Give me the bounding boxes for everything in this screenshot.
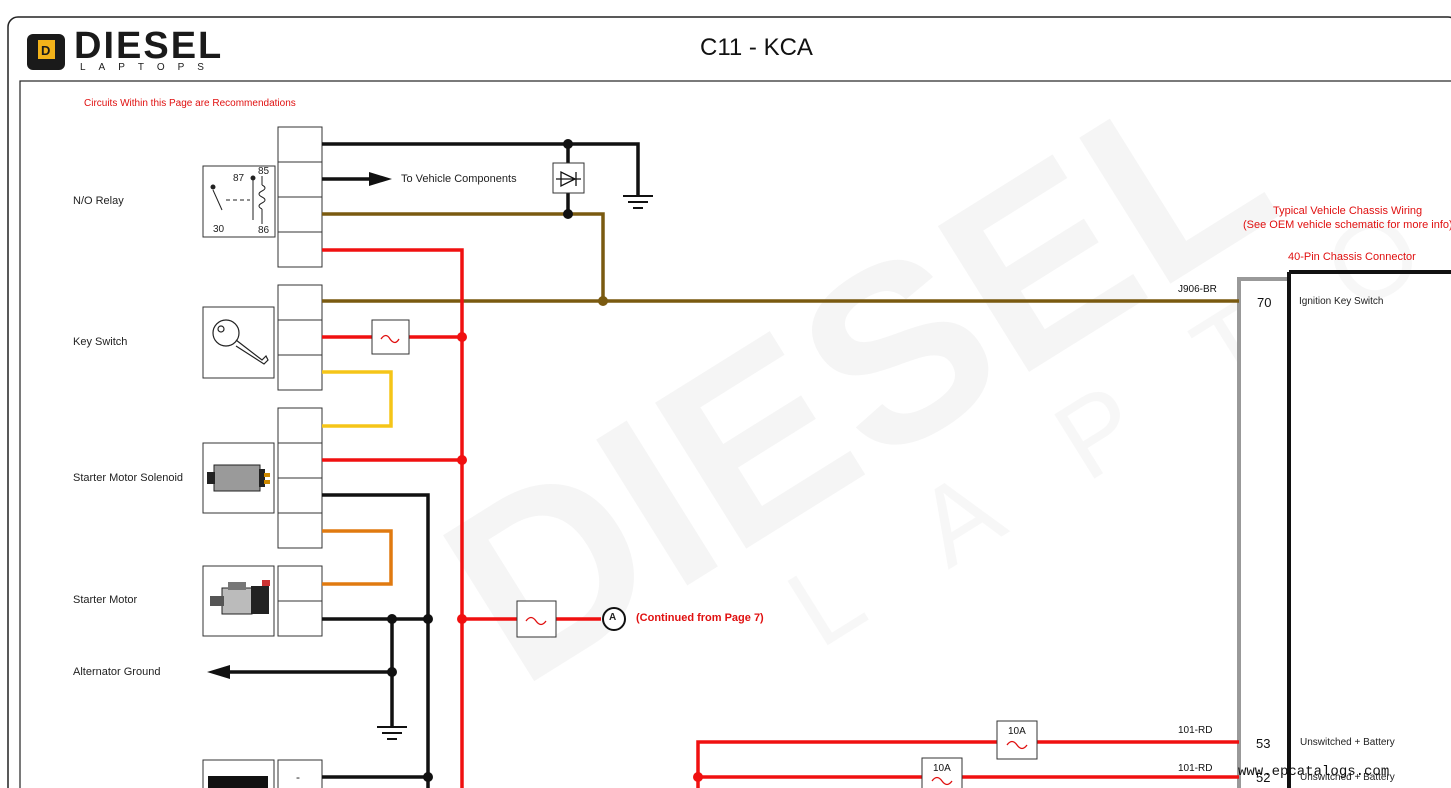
svg-text:D: D — [41, 43, 50, 58]
yellow-wire — [322, 370, 393, 428]
relay-pin-85: 85 — [258, 166, 270, 177]
logo-subtext: LAPTOPS — [80, 62, 217, 73]
connector-title: 40-Pin Chassis Connector — [1288, 251, 1416, 263]
logo-icon: D — [27, 34, 65, 70]
solenoid-terminals — [277, 407, 323, 549]
relay-pin-30: 30 — [213, 224, 225, 235]
outer-border — [7, 16, 1451, 788]
typical-wiring-subtitle: (See OEM vehicle schematic for more info… — [1243, 219, 1451, 231]
connector-housing — [1287, 270, 1451, 788]
connector-a-label: A — [609, 612, 617, 623]
wire-label-101-rd-53: 101-RD — [1178, 725, 1213, 736]
relay-pin-87: 87 — [233, 173, 245, 184]
continued-fuse — [516, 600, 557, 638]
pin-52-function: Unswitched + Battery — [1300, 772, 1395, 783]
pin-70-function: Ignition Key Switch — [1299, 296, 1384, 307]
to-components-label: To Vehicle Components — [401, 173, 517, 185]
battery-icon — [208, 776, 268, 788]
typical-wiring-title: Typical Vehicle Chassis Wiring — [1273, 205, 1423, 217]
starter-motor-icon — [210, 580, 270, 615]
relay-icon — [210, 175, 266, 224]
relay-label: N/O Relay — [73, 195, 124, 207]
keyswitch-terminals — [277, 284, 323, 391]
fuse-52-rating: 10A — [933, 763, 951, 774]
pin-53: 53 — [1256, 736, 1271, 751]
starter-solenoid-label: Starter Motor Solenoid — [73, 472, 184, 484]
wire-label-j906: J906-BR — [1178, 284, 1217, 295]
alternator-ground-label: Alternator Ground — [73, 666, 161, 678]
background-watermark: DIESEL LAPTOPS — [400, 0, 1451, 735]
pin-70: 70 — [1257, 295, 1272, 310]
keyswitch-fuse — [371, 319, 410, 355]
watermark-url: www.epcatalogs.com — [1238, 764, 1390, 780]
solenoid-icon — [207, 464, 270, 492]
fuse-53-rating: 10A — [1008, 726, 1026, 737]
battery-terminal-box — [277, 759, 323, 788]
alternator-ground-arrow — [207, 665, 230, 679]
logo-wordmark: DIESEL — [74, 25, 224, 67]
starter-motor-label: Starter Motor — [73, 594, 138, 606]
connector-body — [1237, 277, 1291, 788]
key-switch-label: Key Switch — [73, 336, 128, 348]
relay-terminals — [277, 126, 323, 268]
relay-pin-86: 86 — [258, 225, 270, 236]
drawing-border — [19, 80, 1451, 788]
connector-a-circle — [602, 607, 626, 631]
diode-icon — [556, 170, 581, 188]
fuse-pin52 — [921, 757, 963, 788]
brown-wires — [322, 212, 1239, 303]
starter-terminals — [277, 565, 323, 637]
fuse-pin53 — [996, 720, 1038, 760]
wire-label-101-rd-52: 101-RD — [1178, 763, 1213, 774]
orange-wire — [322, 529, 393, 586]
pin-53-function: Unswitched + Battery — [1300, 737, 1395, 748]
continued-note: (Continued from Page 7) — [636, 612, 764, 624]
to-components-arrow — [369, 172, 392, 186]
pin-52: 52 — [1256, 770, 1271, 785]
page-title: C11 - KCA — [700, 34, 813, 61]
key-icon — [212, 319, 269, 365]
relay-icon-box — [202, 165, 276, 238]
ground-symbol-top — [623, 195, 653, 209]
diode-box — [552, 162, 585, 194]
ground-symbol-bottom — [377, 726, 407, 740]
recommendation-note: Circuits Within this Page are Recommenda… — [84, 98, 296, 109]
battery-minus-label: - — [296, 770, 300, 784]
junction-dots — [387, 139, 703, 782]
